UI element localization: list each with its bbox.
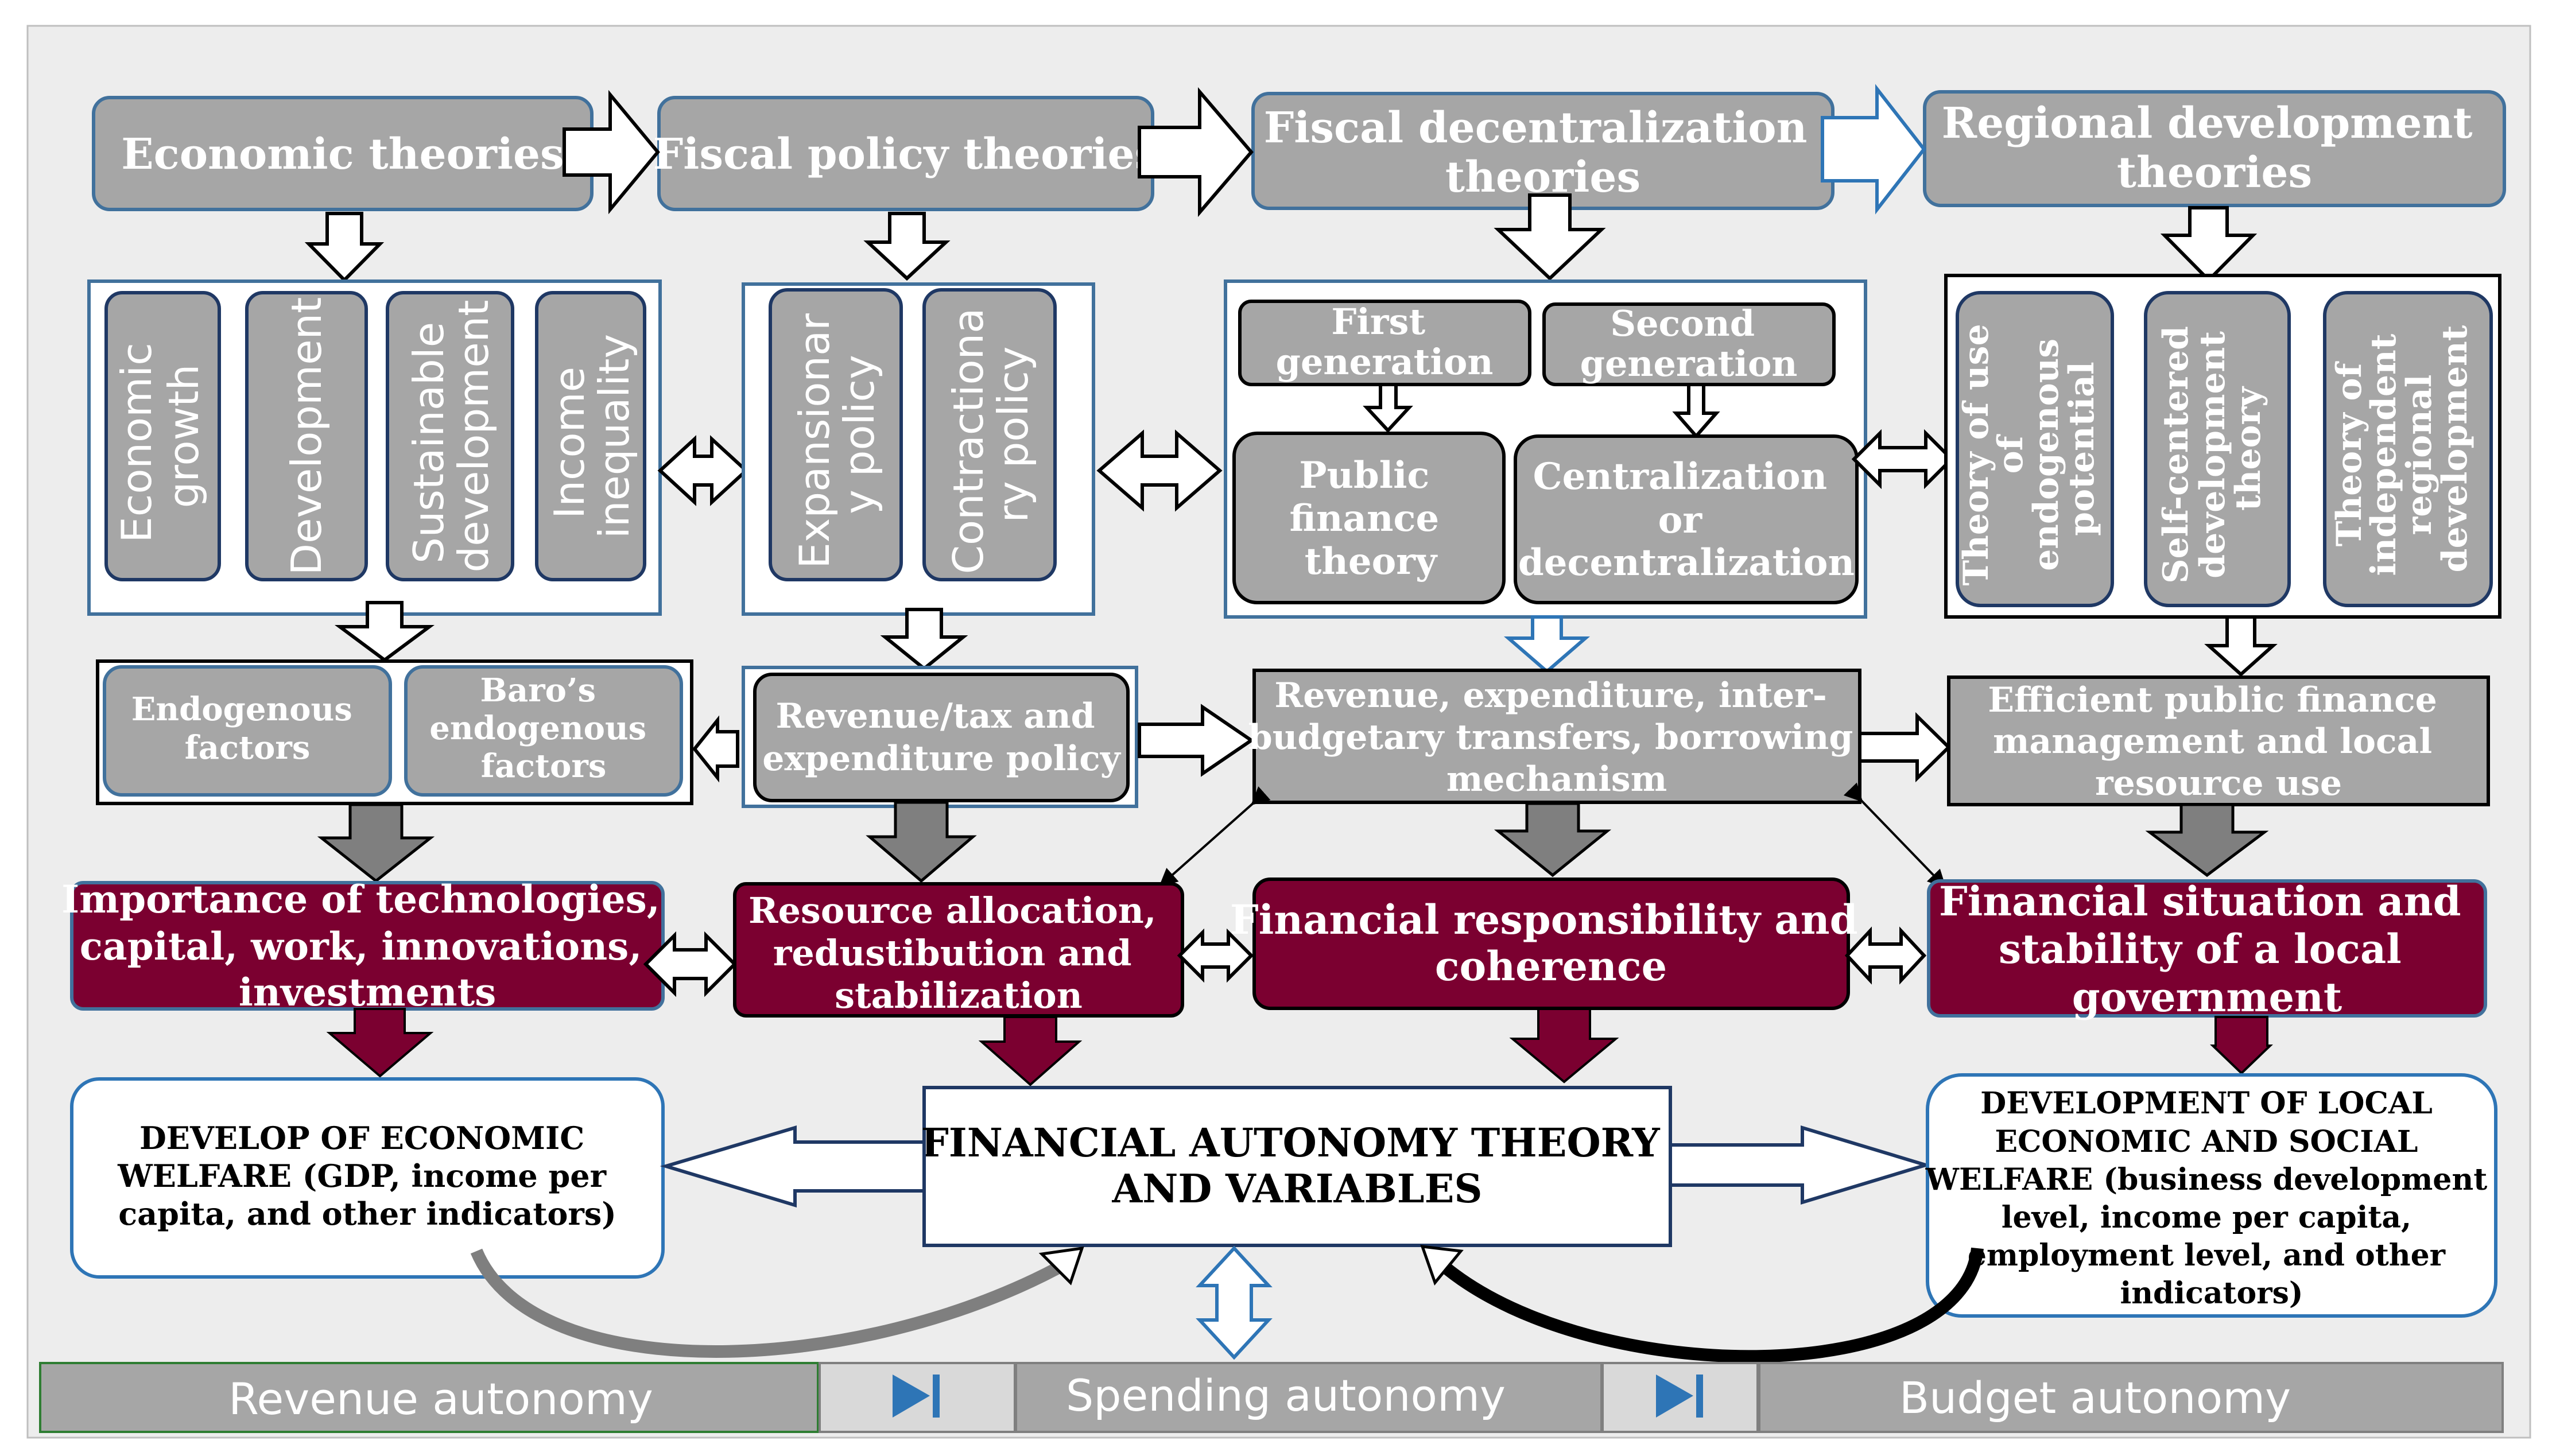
arrow-down-fiscal: [863, 212, 951, 281]
income-inequality-label: Income inequality: [545, 334, 638, 538]
budget-autonomy-label: Budget autonomy: [1899, 1372, 2291, 1423]
arrow-down-regional-group: [2204, 615, 2278, 677]
baro-endogenous-factors-label: Baro’s endogenous factors: [429, 671, 657, 785]
maroon-arrow-down-resource: [978, 1016, 1083, 1086]
economic-welfare-box: [70, 1077, 665, 1279]
double-arrow-responsibility-situation: [1844, 926, 1927, 985]
play-forward-icon-1-bar: [933, 1375, 940, 1418]
arrow-expenditure-to-efficient: [1858, 712, 1952, 783]
arrow-fiscal-to-decentralization: [1138, 87, 1254, 218]
arrow-decentralization-to-regional: [1821, 84, 1926, 215]
arrow-down-economic: [304, 212, 385, 283]
endogenous-factors-label: Endogenous factors: [131, 690, 364, 767]
revenue-spending-connector: [819, 1362, 1016, 1433]
resource-allocation-label: Resource allocation, redustibution and s…: [748, 890, 1169, 1016]
local-welfare-label: DEVELOPMENT OF LOCAL ECONOMIC AND SOCIAL…: [1925, 1086, 2498, 1311]
economic-welfare-label: DEVELOP OF ECONOMIC WELFARE (GDP, income…: [117, 1120, 617, 1232]
connector-expenditure-to-situation: [1843, 782, 1946, 888]
independent-regional-development-label: Theory of independent regional developme…: [2329, 322, 2475, 576]
play-forward-icon-1: [893, 1375, 930, 1418]
arrow-revenue-tax-to-expenditure: [1138, 704, 1255, 777]
revenue-autonomy-label: Revenue autonomy: [228, 1373, 653, 1424]
arrow-down-fiscal-group: [880, 608, 968, 671]
arrow-left-to-endogenous: [692, 715, 739, 783]
curved-arrow-local-welfare-to-autonomy-head: [1420, 1245, 1464, 1286]
curved-arrow-local-welfare-to-autonomy: [1442, 1247, 1984, 1363]
first-generation-label: First generation: [1276, 301, 1494, 383]
financial-situation-label: Financial situation and stability of a l…: [1939, 878, 2475, 1021]
revenue-tax-label: Revenue/tax and expenditure policy: [762, 696, 1122, 779]
grey-arrow-down-revenue-tax: [866, 801, 977, 883]
development-label: Development: [282, 297, 331, 576]
grey-arrow-down-endogenous: [317, 803, 435, 883]
maroon-arrow-down-responsibility: [1509, 1008, 1619, 1084]
revenue-expenditure-box: [1252, 669, 1861, 804]
public-finance-theory-label: Public finance theory: [1289, 454, 1452, 583]
independent-regional-development-pill: [2323, 291, 2493, 607]
responsibility-label: Financial responsibility and coherence: [1230, 896, 1872, 990]
income-inequality-pill: [535, 291, 646, 581]
maroon-arrow-down-situation: [2210, 1016, 2273, 1075]
grey-arrow-down-efficient: [2145, 803, 2269, 878]
local-welfare-box: [1926, 1073, 2497, 1318]
endogenous-potential-label: Theory of use of endogenous potential: [1956, 312, 2102, 585]
technologies-label: Importance of technologies, capital, wor…: [61, 877, 673, 1015]
resource-allocation-box: [733, 882, 1184, 1018]
arrow-second-generation-down: [1672, 383, 1720, 439]
self-centered-development-pill: [2144, 291, 2291, 607]
expansionary-policy-label: Expansionar y policy: [790, 300, 883, 568]
double-arrow-fiscal-decentralization: [1096, 429, 1223, 512]
maroon-arrow-down-technologies: [326, 1008, 434, 1078]
revenue-expenditure-label: Revenue, expenditure, inter- budgetary t…: [1248, 675, 1865, 799]
curved-arrow-economic-welfare-to-autonomy-head: [1038, 1246, 1084, 1286]
play-forward-icon-2: [1656, 1375, 1693, 1418]
arrow-down-decentralization: [1494, 193, 1606, 281]
self-centered-development-label: Self-centered development theory: [2156, 314, 2268, 584]
contractionary-policy-pill: [922, 288, 1057, 581]
spending-autonomy-bar: [1015, 1362, 1603, 1433]
arrow-down-economic-group: [334, 601, 435, 662]
centralization-decentralization-box: [1514, 434, 1859, 604]
revenue-autonomy-bar: [39, 1362, 819, 1433]
sustainable-development-pill: [386, 291, 514, 581]
play-forward-icon-2-bar: [1696, 1375, 1703, 1418]
public-finance-theory-box: [1232, 432, 1506, 604]
development-pill: [245, 291, 368, 581]
regional-development-theories-label: Regional development theories: [1942, 99, 2488, 197]
connector-expenditure-to-resource: [1159, 786, 1271, 887]
economic-growth-pill: [104, 291, 221, 581]
arrow-autonomy-to-economic-welfare: [660, 1125, 926, 1208]
spending-autonomy-label: Spending autonomy: [1066, 1370, 1506, 1421]
expansionary-policy-pill: [769, 288, 903, 581]
economic-growth-label: Economic growth: [113, 329, 208, 542]
budget-autonomy-bar: [1758, 1362, 2504, 1433]
endogenous-factors-box: [103, 665, 392, 797]
double-arrow-resource-responsibility: [1177, 928, 1254, 983]
fiscal-policy-theories-label: Fiscal policy theories: [653, 130, 1159, 179]
arrow-economic-to-fiscal: [563, 90, 660, 215]
financial-situation-box: [1927, 879, 2487, 1018]
contractionary-policy-label: Contractiona ry policy: [944, 295, 1037, 574]
arrow-down-decentralization-group: [1503, 615, 1591, 674]
second-generation-label: Second generation: [1580, 302, 1798, 385]
revenue-tax-box: [753, 673, 1130, 802]
economic-theories-label: Economic theories: [121, 130, 564, 179]
efficient-public-finance-label: Efficient public finance management and …: [1988, 680, 2449, 803]
endogenous-potential-pill: [1956, 291, 2114, 607]
arrow-first-generation-down: [1363, 383, 1413, 433]
grey-arrow-down-expenditure: [1494, 802, 1612, 878]
sustainable-development-label: Sustainable development: [405, 300, 498, 573]
baro-endogenous-factors-box: [404, 665, 683, 797]
curved-arrow-economic-welfare-to-autonomy: [470, 1248, 1071, 1358]
centralization-decentralization-label: Centralization or decentralization: [1518, 455, 1855, 584]
arrow-down-regional: [2160, 206, 2258, 283]
vertical-double-arrow-autonomy-spending: [1196, 1245, 1273, 1360]
arrow-autonomy-to-local-welfare: [1669, 1125, 1932, 1205]
financial-autonomy-theory-label: FINANCIAL AUTONOMY THEORY AND VARIABLES: [921, 1120, 1674, 1212]
